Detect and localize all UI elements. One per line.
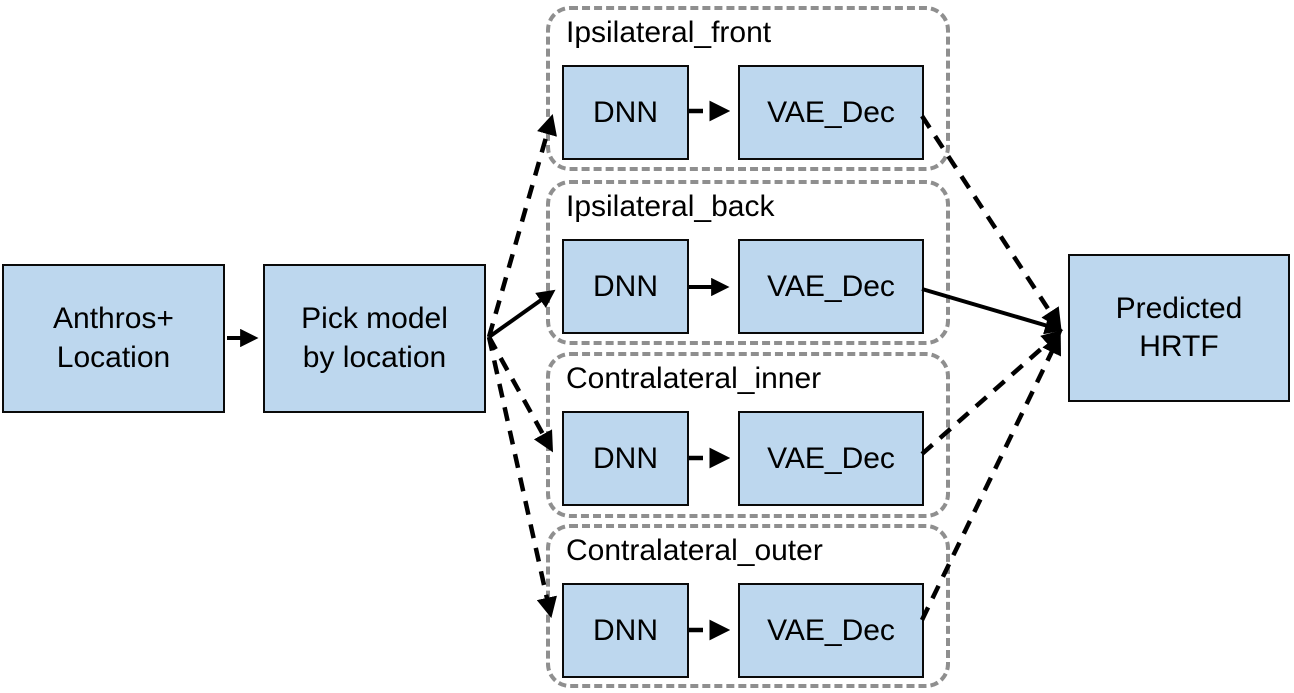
arrow-pick-to-ipsilateral-front-dnn bbox=[486, 114, 557, 338]
group-title: Contralateral_inner bbox=[566, 362, 822, 395]
node-predicted-hrtf: Predicted HRTF bbox=[1068, 254, 1290, 402]
node-label: VAE_Dec bbox=[767, 95, 895, 129]
node-vaedec-ipsilateral-front: VAE_Dec bbox=[738, 65, 924, 160]
node-vaedec-contralateral-outer: VAE_Dec bbox=[738, 583, 924, 678]
arrow-pick-to-contralateral-inner-dnn bbox=[487, 335, 554, 453]
node-label-line: Pick model bbox=[301, 302, 448, 336]
node-label-line: Predicted bbox=[1115, 291, 1243, 325]
node-dnn-contralateral-outer: DNN bbox=[562, 583, 689, 678]
node-vaedec-contralateral-inner: VAE_Dec bbox=[738, 411, 924, 506]
node-label: DNN bbox=[593, 95, 658, 129]
node-label: DNN bbox=[593, 269, 658, 303]
group-contralateral-outer: Contralateral_outer DNN VAE_Dec bbox=[546, 524, 950, 688]
node-dnn-ipsilateral-front: DNN bbox=[562, 65, 689, 160]
node-label: VAE_Dec bbox=[767, 441, 895, 475]
node-dnn-contralateral-inner: DNN bbox=[562, 411, 689, 506]
node-label-line: Anthros+ bbox=[53, 302, 174, 336]
node-pick-model: Pick model by location bbox=[263, 264, 486, 413]
node-label-line: by location bbox=[302, 340, 447, 374]
group-ipsilateral-back: Ipsilateral_back DNN VAE_Dec bbox=[546, 180, 950, 345]
node-label: VAE_Dec bbox=[767, 269, 895, 303]
group-title: Ipsilateral_back bbox=[566, 190, 775, 223]
arrow-pick-to-ipsilateral-back-dnn bbox=[487, 289, 556, 339]
node-dnn-ipsilateral-back: DNN bbox=[562, 239, 689, 334]
node-label: VAE_Dec bbox=[767, 613, 895, 647]
group-title: Contralateral_outer bbox=[566, 534, 823, 567]
arrow-pick-to-contralateral-outer-dnn bbox=[486, 336, 557, 619]
node-label: DNN bbox=[593, 441, 658, 475]
node-anthros-location: Anthros+ Location bbox=[2, 264, 225, 413]
group-ipsilateral-front: Ipsilateral_front DNN VAE_Dec bbox=[546, 6, 950, 171]
node-label-line: Location bbox=[56, 340, 171, 374]
group-contralateral-inner: Contralateral_inner DNN VAE_Dec bbox=[546, 352, 950, 518]
group-title: Ipsilateral_front bbox=[566, 16, 772, 49]
node-label-line: HRTF bbox=[1139, 330, 1219, 363]
node-label: DNN bbox=[593, 613, 658, 647]
node-vaedec-ipsilateral-back: VAE_Dec bbox=[738, 239, 924, 334]
